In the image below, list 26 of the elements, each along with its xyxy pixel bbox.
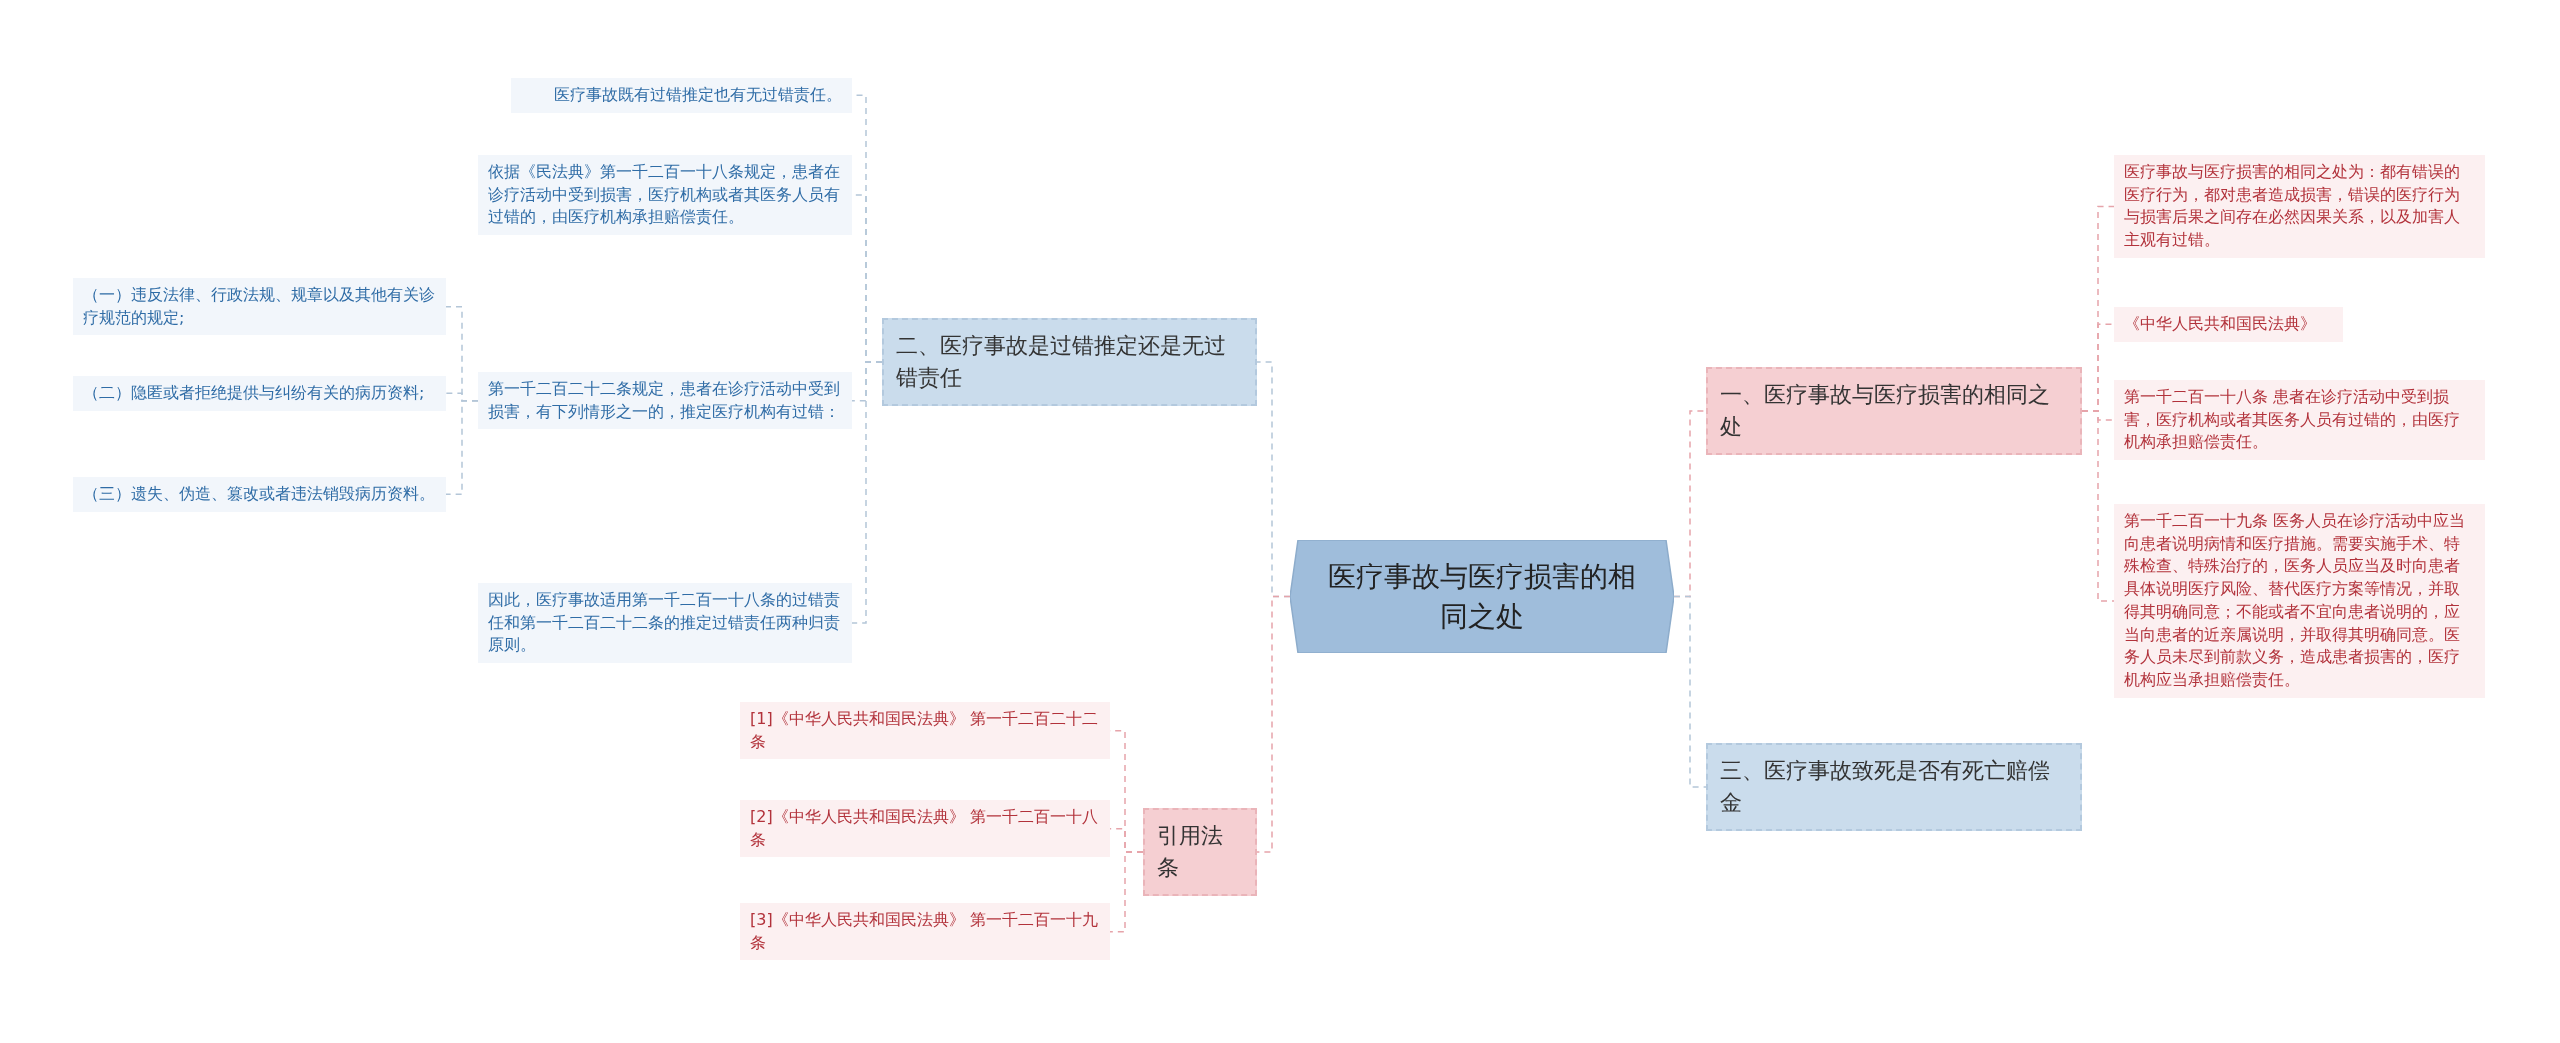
note-card: 第一千二百二十二条规定，患者在诊疗活动中受到损害，有下列情形之一的，推定医疗机构有过错： bbox=[478, 372, 852, 430]
branch-topic: 二、医疗事故是过错推定还是无过错责任 bbox=[882, 318, 1257, 406]
note-card: （二）隐匿或者拒绝提供与纠纷有关的病历资料; bbox=[73, 376, 446, 411]
branch-topic: 一、医疗事故与医疗损害的相同之处 bbox=[1706, 367, 2082, 455]
note-card: 医疗事故与医疗损害的相同之处为：都有错误的医疗行为，都对患者造成损害，错误的医疗行为与损害后果之间存在必然因果关系，以及加害人主观有过错。 bbox=[2114, 155, 2485, 258]
connector-line bbox=[445, 399, 479, 496]
branch-topic: 引用法条 bbox=[1143, 808, 1257, 896]
connector-line bbox=[1673, 595, 1707, 788]
note-card: [3]《中华人民共和国民法典》 第一千二百一十九条 bbox=[740, 903, 1110, 961]
note-card: 第一千二百一十九条 医务人员在诊疗活动中应当向患者说明病情和医疗措施。需要实施手术、特殊检查、特殊治疗的，医务人员应当及时向患者具体说明医疗风险、替代医疗方案等情况，并取得其明确同意；不能或者不宜向患者说明的，应当向患者的近亲属说明，并取得其明确同意。医务人员未尽到前款义务，造成患者损害的，医疗机构应当承担赔偿责任。 bbox=[2114, 504, 2485, 698]
central-topic bbox=[1290, 540, 1674, 653]
topic-text: 医疗事故与医疗损害的相同之处 bbox=[1327, 559, 1637, 635]
note-card: 《中华人民共和国民法典》 bbox=[2114, 307, 2343, 342]
note-card: （三）遗失、伪造、篡改或者违法销毁病历资料。 bbox=[73, 477, 446, 512]
note-card: 医疗事故既有过错推定也有无过错责任。 bbox=[511, 78, 852, 113]
connector-line bbox=[1256, 595, 1291, 853]
note-card: 因此，医疗事故适用第一千二百一十八条的过错责任和第一千二百二十二条的推定过错责任两种归责原则。 bbox=[478, 583, 852, 664]
note-card: 依据《民法典》第一千二百一十八条规定，患者在诊疗活动中受到损害，医疗机构或者其医务人员有过错的，由医疗机构承担赔偿责任。 bbox=[478, 155, 852, 236]
branch-topic: 三、医疗事故致死是否有死亡赔偿金 bbox=[1706, 743, 2082, 831]
note-card: [2]《中华人民共和国民法典》 第一千二百一十八条 bbox=[740, 800, 1110, 858]
connector-line bbox=[1109, 851, 1144, 933]
note-card: （一）违反法律、行政法规、规章以及其他有关诊疗规范的规定; bbox=[73, 278, 446, 336]
note-card: 第一千二百一十八条 患者在诊疗活动中受到损害，医疗机构或者其医务人员有过错的，由医疗机构承担赔偿责任。 bbox=[2114, 380, 2485, 461]
connector-line bbox=[851, 361, 883, 624]
connector-line bbox=[2081, 410, 2115, 602]
note-card: [1]《中华人民共和国民法典》 第一千二百二十二条 bbox=[740, 702, 1110, 760]
